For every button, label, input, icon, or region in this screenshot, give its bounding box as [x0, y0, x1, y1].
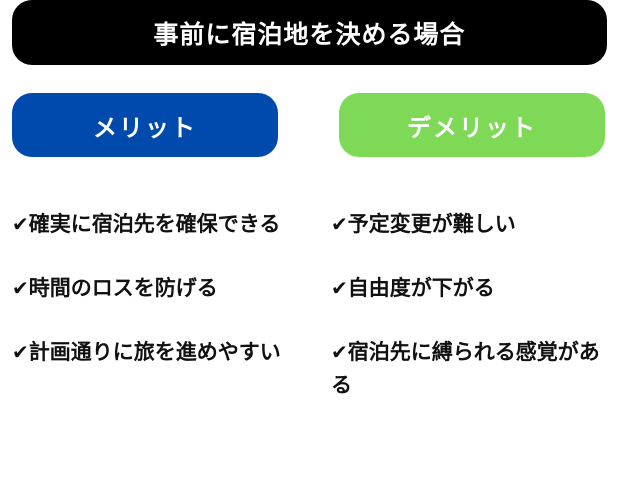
list-item-text: 時間のロスを防げる [28, 276, 218, 300]
list-item: ✔予定変更が難しい [331, 208, 616, 241]
list-item-text: 予定変更が難しい [347, 212, 516, 236]
list-item: ✔自由度が下がる [331, 272, 616, 305]
list-item: ✔確実に宿泊先を確保できる [12, 208, 284, 241]
merit-header: メリット [12, 93, 278, 157]
demerit-header: デメリット [339, 93, 605, 157]
check-icon: ✔ [331, 276, 348, 300]
list-item: ✔時間のロスを防げる [12, 272, 284, 305]
list-item: ✔計画通りに旅を進めやすい [12, 336, 284, 369]
list-item-text: 自由度が下がる [347, 276, 495, 300]
demerit-label: デメリット [407, 113, 537, 142]
page-title: 事前に宿泊地を決める場合 [153, 19, 466, 49]
check-icon: ✔ [12, 340, 29, 364]
check-icon: ✔ [12, 276, 29, 300]
demerit-list: ✔予定変更が難しい ✔自由度が下がる ✔宿泊先に縛られる感覚がある [331, 208, 616, 433]
list-item-text: 宿泊先に縛られる感覚がある [331, 340, 600, 397]
merit-list: ✔確実に宿泊先を確保できる ✔時間のロスを防げる ✔計画通りに旅を進めやすい [12, 208, 284, 400]
check-icon: ✔ [331, 212, 348, 236]
list-item-text: 計画通りに旅を進めやすい [28, 340, 281, 364]
merit-label: メリット [93, 113, 197, 142]
title-banner: 事前に宿泊地を決める場合 [12, 0, 607, 65]
check-icon: ✔ [12, 212, 29, 236]
list-item-text: 確実に宿泊先を確保できる [28, 212, 281, 236]
list-item: ✔宿泊先に縛られる感覚がある [331, 336, 616, 402]
check-icon: ✔ [331, 340, 348, 364]
